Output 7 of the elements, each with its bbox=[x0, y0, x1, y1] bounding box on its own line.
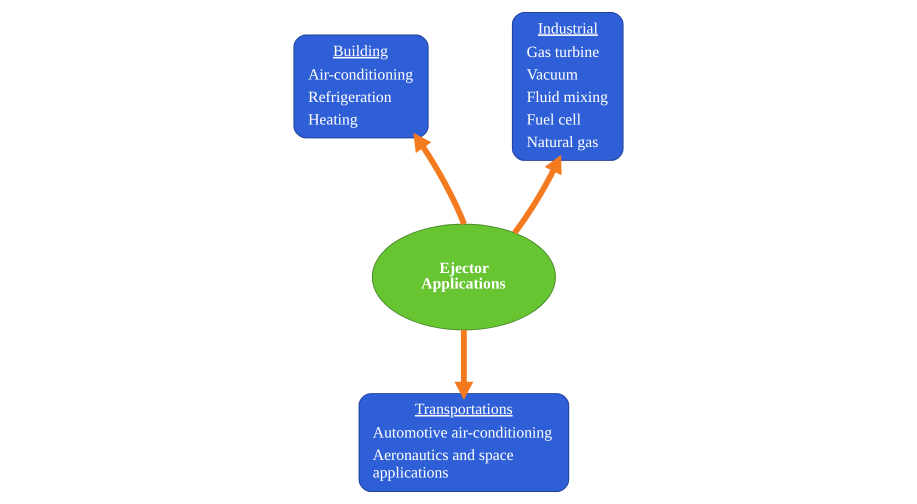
node-box: Building Air-conditioning Refrigeration Heating bbox=[293, 34, 429, 138]
arrow bbox=[454, 330, 474, 400]
arrow bbox=[413, 132, 467, 226]
node-box: Transportations Automotive air-conditioning Aeronautics and space applications bbox=[358, 393, 570, 492]
node-box: Industrial Gas turbine Vacuum Fluid mixing Fuel cell Natural gas bbox=[512, 12, 624, 161]
node-ellipse: Ejector Applications bbox=[372, 224, 556, 330]
arrow bbox=[512, 154, 562, 235]
